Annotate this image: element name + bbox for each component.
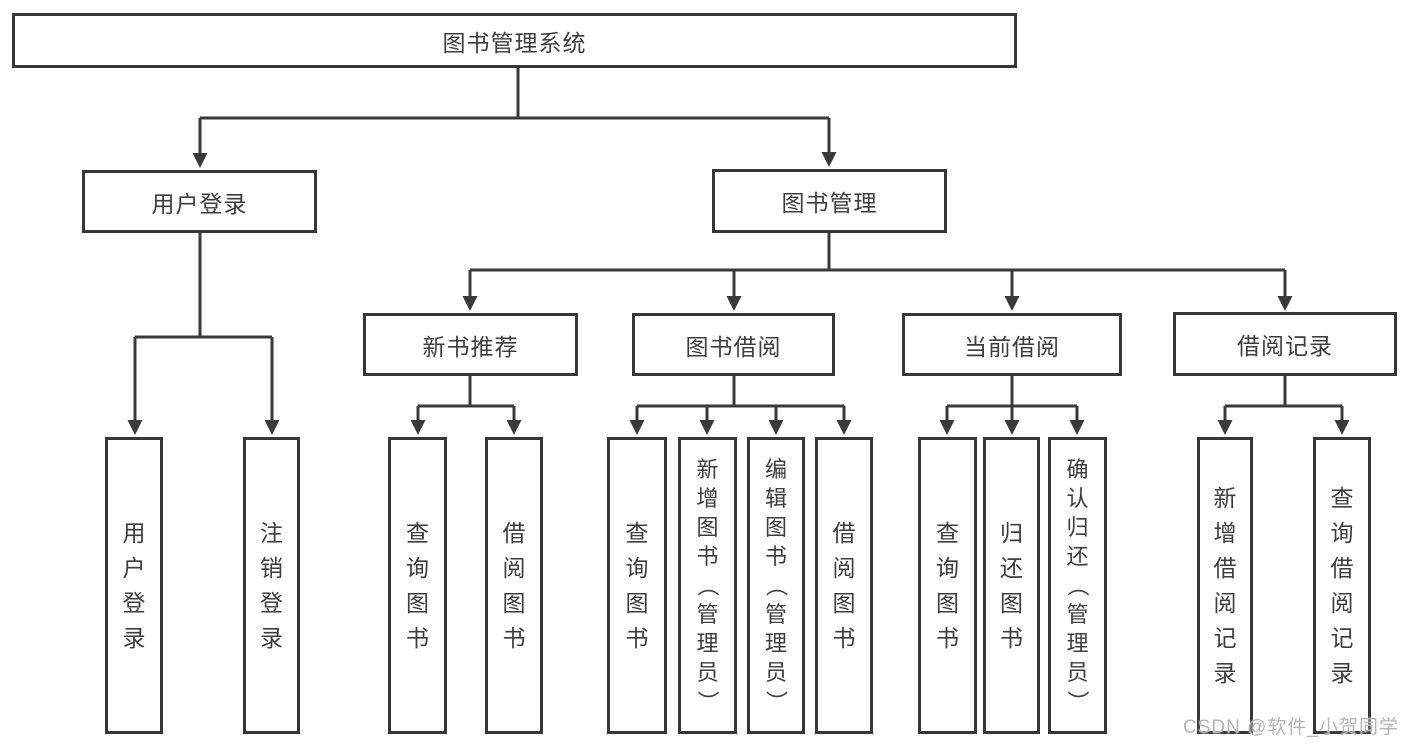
leaf-borrow-books: 借阅图书 [815, 437, 873, 734]
leaf-add-borrow-record: 新增借阅记录 [1197, 437, 1253, 734]
leaf-borrow-books-recommend: 借阅图书 [485, 437, 543, 734]
node-root-library-system: 图书管理系统 [12, 13, 1017, 68]
leaf-query-books-current: 查询图书 [918, 437, 977, 734]
leaf-query-borrow-record: 查询借阅记录 [1313, 437, 1371, 734]
leaf-add-book-admin: 新增图书（管理员） [678, 437, 737, 734]
leaf-return-books: 归还图书 [983, 437, 1040, 734]
leaf-edit-book-admin: 编辑图书（管理员） [747, 437, 805, 734]
node-current-borrow: 当前借阅 [902, 313, 1122, 376]
node-book-management: 图书管理 [712, 169, 947, 233]
leaf-user-login: 用户登录 [105, 437, 163, 734]
node-borrow-records: 借阅记录 [1173, 312, 1397, 376]
leaf-query-books-borrow: 查询图书 [607, 437, 667, 734]
leaf-confirm-return-admin: 确认归还（管理员） [1048, 437, 1107, 734]
csdn-watermark: CSDN @软件_小贺同学 [1183, 717, 1399, 738]
node-book-borrow: 图书借阅 [632, 313, 835, 376]
node-new-book-recommend: 新书推荐 [363, 313, 578, 376]
node-user-login: 用户登录 [82, 170, 317, 233]
leaf-query-books-recommend: 查询图书 [388, 437, 447, 734]
leaf-logout: 注销登录 [243, 437, 300, 734]
